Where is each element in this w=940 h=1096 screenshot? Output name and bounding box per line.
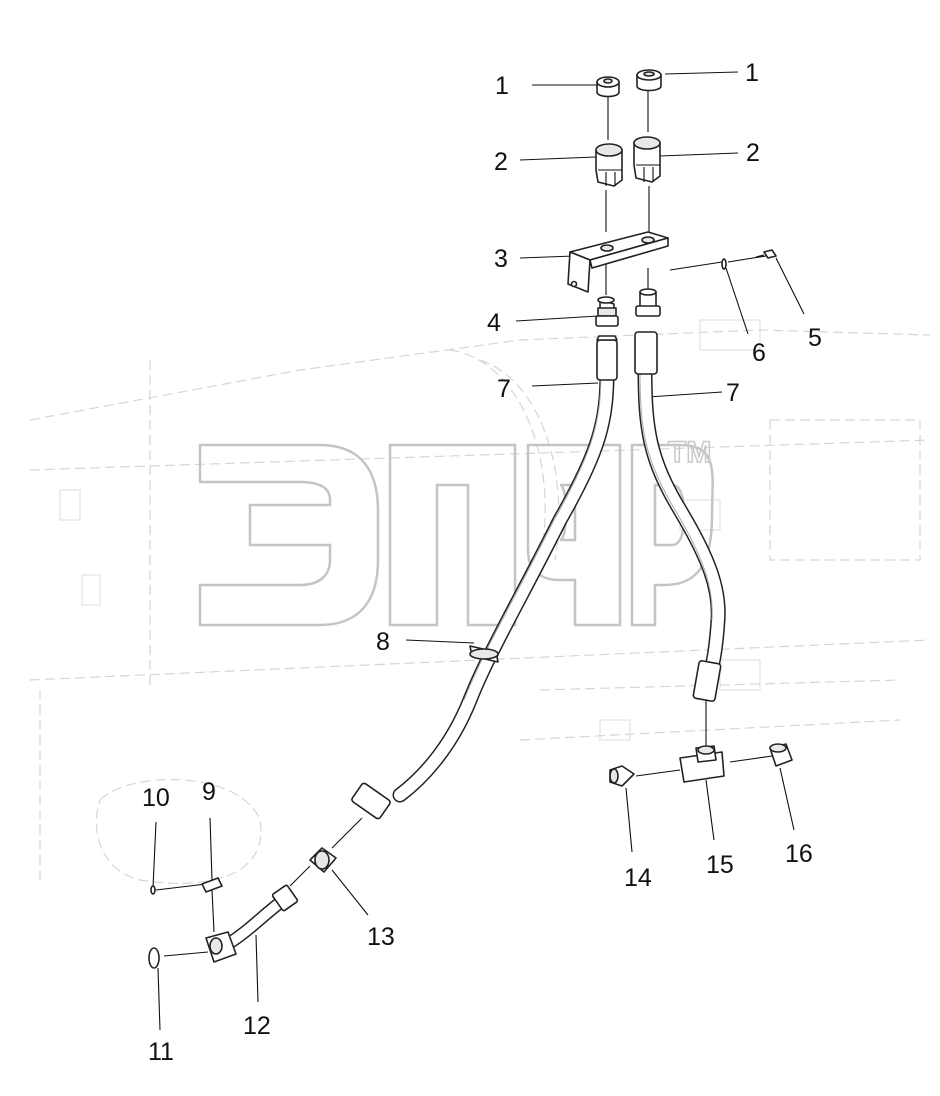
watermark-logo: TM [198,435,714,627]
tee-fitting-15 [679,745,725,783]
callout-15: 15 [706,851,734,879]
adapter-left [595,296,619,327]
washer-small [721,258,727,270]
callout-6: 6 [752,339,766,367]
cap-left [596,76,620,98]
fitting-14 [609,765,635,787]
callout-labels: 1 1 2 2 3 4 5 6 7 7 8 9 10 11 12 13 14 1… [142,59,822,1066]
callout-7-right: 7 [726,379,740,407]
bolt-small [755,249,777,259]
callout-11: 11 [148,1038,174,1066]
callout-7-left: 7 [497,375,511,403]
callout-5: 5 [808,324,822,352]
callout-9: 9 [202,778,216,806]
union-nut [309,847,337,873]
o-ring [148,947,160,969]
hose-right [634,331,726,702]
mounting-bracket [567,231,669,293]
elbow-tube [205,884,299,963]
watermark-trademark: TM [668,436,711,469]
nut-left [595,143,623,187]
callout-8: 8 [376,628,390,656]
callout-12: 12 [243,1012,271,1040]
callout-10: 10 [142,784,170,812]
cap-right [636,69,662,92]
callout-4: 4 [487,309,501,337]
callout-13: 13 [367,923,395,951]
callout-3: 3 [494,245,508,273]
hose-left [351,335,618,820]
callout-2-right: 2 [746,139,760,167]
callout-1-left: 1 [495,72,509,100]
callout-16: 16 [785,840,813,868]
callout-2-left: 2 [494,148,508,176]
nut-right [633,136,661,183]
leader-lines [152,71,805,1031]
callout-14: 14 [624,864,652,892]
cap-nut-16 [769,743,793,767]
washer-10 [150,885,156,895]
bolt-9 [201,877,223,893]
adapter-right [635,288,661,317]
hose-clip [469,645,499,663]
callout-1-right: 1 [745,59,759,87]
